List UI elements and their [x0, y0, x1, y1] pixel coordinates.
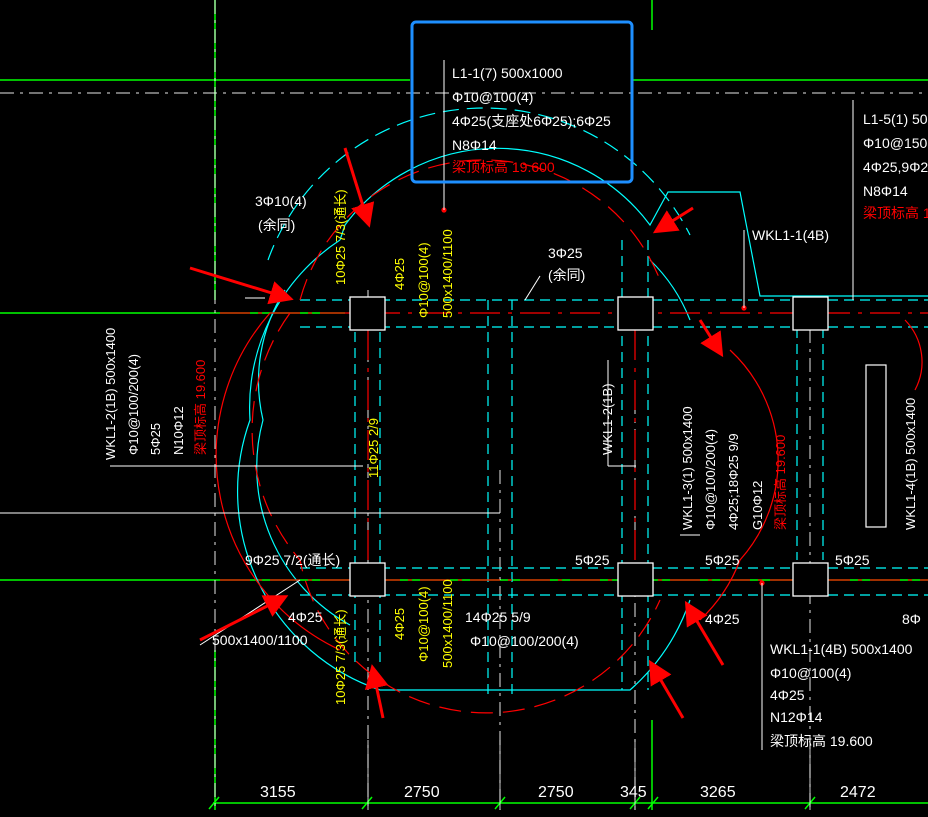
- label-5phi25: 5Φ25: [575, 552, 610, 568]
- label-9phi25: 9Φ25 7/2(通长): [245, 552, 340, 568]
- highlight-box[interactable]: [410, 20, 634, 184]
- arrow: [652, 206, 694, 234]
- annotation-elevation: 梁顶标高 19.600: [452, 159, 555, 175]
- svg-text:500x1400/1100: 500x1400/1100: [440, 229, 455, 318]
- svg-text:梁顶标高 19.: 梁顶标高 19.: [863, 205, 928, 221]
- svg-text:梁顶标高 19.600: 梁顶标高 19.600: [193, 360, 208, 455]
- svg-text:Φ10@100/200(4): Φ10@100/200(4): [126, 354, 141, 455]
- svg-text:N8Φ14: N8Φ14: [863, 183, 908, 199]
- arrow: [364, 664, 389, 719]
- beam-outlines: [236, 107, 928, 700]
- columns: [349, 296, 829, 597]
- label-same-note: (余同): [258, 217, 295, 233]
- annotation-line: N8Φ14: [452, 137, 497, 153]
- wkl1-1-bottom-line: N12Φ14: [770, 709, 823, 725]
- svg-text:L1-5(1) 500: L1-5(1) 500: [863, 111, 928, 127]
- label-14phi25: 14Φ25 5/9: [465, 609, 531, 625]
- label-3phi25: 3Φ25: [548, 245, 583, 261]
- label-stirrup: 3Φ10(4): [255, 193, 307, 209]
- svg-text:WKL1-2(1B) 500x1400: WKL1-2(1B) 500x1400: [103, 328, 118, 460]
- dimension-value: 3155: [260, 784, 296, 801]
- arrow: [199, 595, 289, 642]
- annotation-line: Φ10@100(4): [452, 89, 533, 105]
- rotated-labels: 10Φ25 7/3(通长) 4Φ25 Φ10@100(4) 500x1400/1…: [103, 189, 918, 705]
- column: [792, 296, 829, 331]
- svg-text:G10Φ12: G10Φ12: [750, 481, 765, 530]
- column: [617, 562, 654, 597]
- highlight-annotation: L1-1(7) 500x1000 Φ10@100(4) 4Φ25(支座处6Φ25…: [452, 65, 611, 175]
- drawing-labels: WKL1-1(4B) 3Φ10(4) (余同) 3Φ25 (余同) 9Φ25 7…: [212, 193, 921, 749]
- dimension-value: 2750: [538, 784, 574, 801]
- svg-text:10Φ25 7/3(通长): 10Φ25 7/3(通长): [333, 609, 348, 705]
- column: [349, 562, 386, 597]
- label-5phi25: 5Φ25: [705, 552, 740, 568]
- label-same-note: (余同): [548, 267, 585, 283]
- arrow: [684, 600, 725, 666]
- svg-text:500x1400/1100: 500x1400/1100: [440, 579, 455, 668]
- leader-lines: [0, 60, 854, 750]
- label-size: 500x1400/1100: [212, 632, 308, 648]
- arrow: [343, 147, 375, 228]
- svg-text:Φ10@100(4): Φ10@100(4): [416, 242, 431, 318]
- svg-text:梁顶标高 19.600: 梁顶标高 19.600: [773, 435, 788, 530]
- svg-text:4Φ25: 4Φ25: [392, 608, 407, 640]
- svg-text:Φ10@100/200(4): Φ10@100/200(4): [703, 429, 718, 530]
- arrow: [189, 266, 294, 305]
- dimension-labels: 3155 2750 2750 345 3265 2472: [260, 784, 876, 801]
- label-wkl1-1-top: WKL1-1(4B): [752, 227, 829, 243]
- svg-text:N10Φ12: N10Φ12: [171, 406, 186, 455]
- dimension-value: 2472: [840, 784, 876, 801]
- wkl1-1-bottom-line: 4Φ25: [770, 687, 805, 703]
- svg-text:Φ10@100(4): Φ10@100(4): [416, 586, 431, 662]
- label-stirrup2: Φ10@100/200(4): [470, 633, 579, 649]
- svg-text:4Φ25;18Φ25 9/9: 4Φ25;18Φ25 9/9: [726, 433, 741, 530]
- column: [349, 296, 386, 331]
- svg-text:11Φ25 2/9: 11Φ25 2/9: [366, 418, 381, 478]
- dimension-extension-lines: [367, 740, 811, 810]
- l1-5-annotation: L1-5(1) 500 Φ10@150( 4Φ25,9Φ2 N8Φ14 梁顶标高…: [863, 111, 928, 221]
- arrow: [698, 319, 724, 358]
- svg-text:10Φ25 7/3(通长): 10Φ25 7/3(通长): [333, 189, 348, 285]
- svg-text:WKL1-3(1) 500x1400: WKL1-3(1) 500x1400: [680, 406, 695, 530]
- wkl1-1-bottom-elev: 梁顶标高 19.600: [770, 733, 873, 749]
- dimension-value: 2750: [404, 784, 440, 801]
- column: [617, 296, 654, 331]
- svg-text:WKL1-2(1B): WKL1-2(1B): [600, 383, 615, 455]
- column: [792, 562, 829, 597]
- svg-text:4Φ25,9Φ2: 4Φ25,9Φ2: [863, 159, 928, 175]
- label-5phi25: 5Φ25: [835, 552, 870, 568]
- dimension-value: 345: [620, 784, 647, 801]
- arrow: [648, 659, 685, 719]
- rebar-lines: [215, 159, 928, 714]
- svg-text:WKL1-4(1B) 500x1400: WKL1-4(1B) 500x1400: [903, 398, 918, 530]
- label-8phi: 8Φ: [902, 611, 921, 627]
- callout-arrows: [189, 147, 725, 719]
- svg-text:Φ10@150(: Φ10@150(: [863, 135, 928, 151]
- wkl1-1-bottom-line: WKL1-1(4B) 500x1400: [770, 641, 913, 657]
- wkl1-1-bottom-line: Φ10@100(4): [770, 665, 851, 681]
- svg-text:5Φ25: 5Φ25: [148, 423, 163, 455]
- label-4phi25: 4Φ25: [705, 611, 740, 627]
- dimension-value: 3265: [700, 784, 736, 801]
- annotation-line: L1-1(7) 500x1000: [452, 65, 563, 81]
- annotation-line: 4Φ25(支座处6Φ25);6Φ25: [452, 113, 611, 129]
- label-4phi25: 4Φ25: [288, 609, 323, 625]
- svg-text:4Φ25: 4Φ25: [392, 258, 407, 290]
